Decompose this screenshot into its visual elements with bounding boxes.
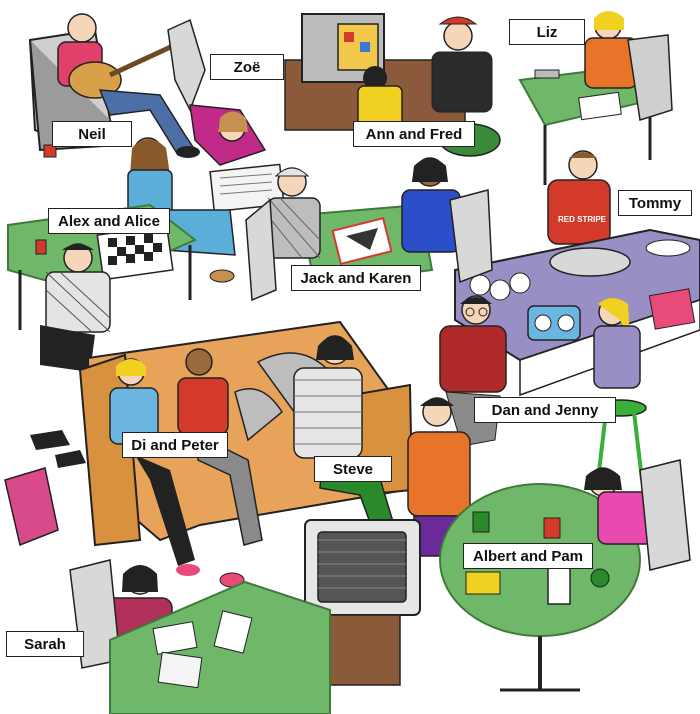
label-neil: Neil — [52, 121, 132, 147]
tommy-figure: RED STRIPE — [547, 150, 611, 245]
label-albert-and-pam: Albert and Pam — [463, 543, 593, 569]
zoe-figure — [167, 18, 285, 213]
label-jack-and-karen: Jack and Karen — [291, 265, 421, 291]
label-sarah: Sarah — [6, 631, 84, 657]
label-steve: Steve — [314, 456, 392, 482]
svg-text:RED STRIPE: RED STRIPE — [558, 215, 607, 224]
label-di-and-peter: Di and Peter — [122, 432, 228, 458]
label-alex-and-alice: Alex and Alice — [48, 208, 170, 234]
dan-jenny-figure — [439, 295, 647, 481]
label-dan-and-jenny: Dan and Jenny — [474, 397, 616, 423]
floor-objects — [4, 430, 86, 547]
label-liz: Liz — [509, 19, 585, 45]
liz-figure — [518, 11, 673, 185]
label-ann-and-fred: Ann and Fred — [353, 121, 475, 147]
label-zoe: Zoë — [210, 54, 284, 80]
sofa-group — [78, 320, 414, 588]
label-tommy: Tommy — [618, 190, 692, 216]
alex-alice-figure — [7, 137, 236, 372]
television — [304, 519, 421, 686]
sarah-figure — [69, 559, 331, 714]
